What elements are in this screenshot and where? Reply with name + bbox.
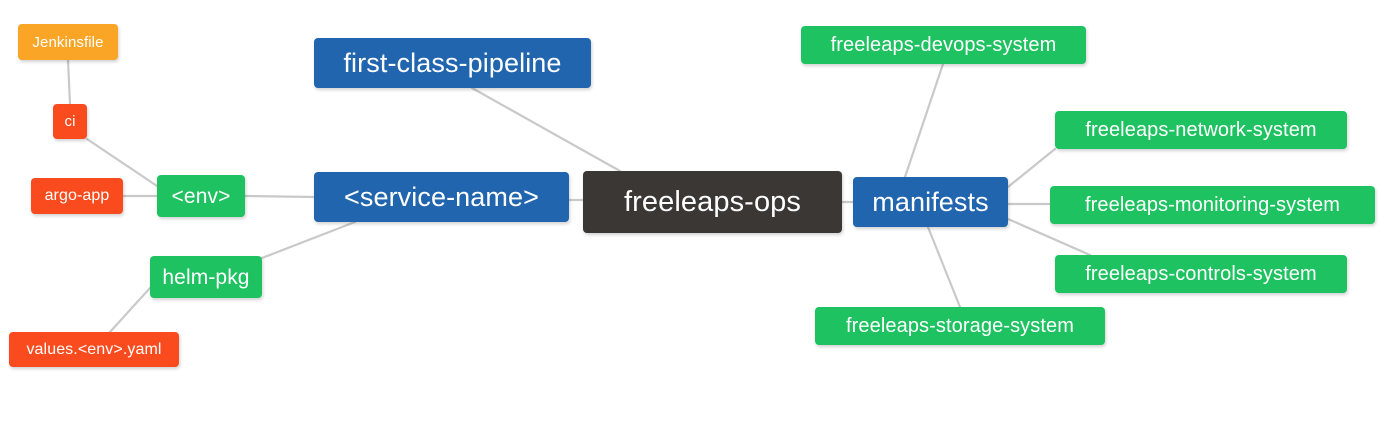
edge-manifests-to-freeleaps-network-system <box>1006 147 1057 189</box>
mindmap-node-jenkinsfile[interactable]: Jenkinsfile <box>18 24 118 60</box>
mindmap-node-label: Jenkinsfile <box>32 33 104 51</box>
mindmap-node-manifests[interactable]: manifests <box>853 177 1008 227</box>
mindmap-node-label: <service-name> <box>344 181 539 212</box>
mindmap-node-label: freeleaps-controls-system <box>1085 263 1317 285</box>
mindmap-node-label: ci <box>64 113 76 130</box>
mindmap-node-freeleaps-controls-system[interactable]: freeleaps-controls-system <box>1055 255 1347 293</box>
mindmap-node-label: freeleaps-storage-system <box>845 315 1075 337</box>
mindmap-node-freeleaps-monitoring-system[interactable]: freeleaps-monitoring-system <box>1050 186 1375 224</box>
mindmap-node-label: argo-app <box>44 187 110 204</box>
mindmap-node-label: values.<env>.yaml <box>26 340 162 358</box>
mindmap-node-freeleaps-storage-system[interactable]: freeleaps-storage-system <box>815 307 1105 345</box>
mindmap-node-freeleaps-ops[interactable]: freeleaps-ops <box>583 171 842 233</box>
edge-jenkinsfile-to-ci <box>66 58 72 106</box>
mindmap-node-label: freeleaps-monitoring-system <box>1084 194 1340 216</box>
mindmap-node-env[interactable]: <env> <box>157 175 245 217</box>
mindmap-node-label: manifests <box>872 186 989 217</box>
mindmap-node-label: first-class-pipeline <box>343 47 562 78</box>
edge-first-class-pipeline-to-freeleaps-ops <box>470 86 622 173</box>
edge-freeleaps-devops-system-to-manifests <box>903 62 945 179</box>
mindmap-node-freeleaps-network-system[interactable]: freeleaps-network-system <box>1055 111 1347 149</box>
mindmap-node-label: helm-pkg <box>162 265 250 289</box>
mindmap-node-label: freeleaps-ops <box>623 185 801 218</box>
mindmap-node-label: <env> <box>171 184 231 208</box>
edge-env-to-service-name <box>243 194 316 199</box>
mindmap-node-values-env-yaml[interactable]: values.<env>.yaml <box>9 332 179 367</box>
mindmap-node-argo-app[interactable]: argo-app <box>31 178 123 214</box>
edge-manifests-to-freeleaps-controls-system <box>1006 217 1092 257</box>
edge-service-name-to-helm-pkg <box>260 220 357 260</box>
mindmap-node-helm-pkg[interactable]: helm-pkg <box>150 256 262 298</box>
mindmap-node-label: freeleaps-devops-system <box>830 34 1057 56</box>
mindmap-node-first-class-pipeline[interactable]: first-class-pipeline <box>314 38 591 88</box>
mindmap-node-ci[interactable]: ci <box>53 104 87 139</box>
mindmap-node-service-name[interactable]: <service-name> <box>314 172 569 222</box>
edge-helm-pkg-to-values-env-yaml <box>108 286 152 334</box>
mindmap-node-freeleaps-devops-system[interactable]: freeleaps-devops-system <box>801 26 1086 64</box>
mindmap-node-label: freeleaps-network-system <box>1085 119 1317 141</box>
edge-manifests-to-freeleaps-storage-system <box>926 225 962 309</box>
